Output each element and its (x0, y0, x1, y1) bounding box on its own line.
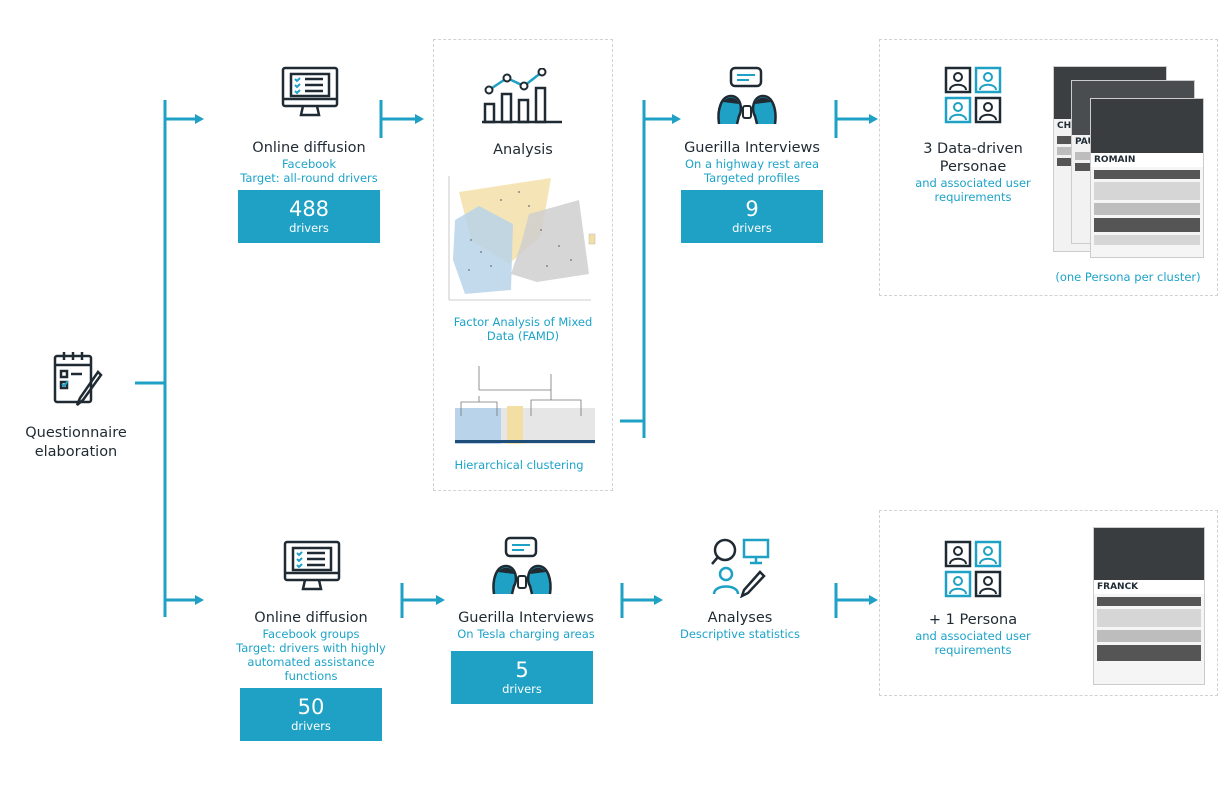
questionnaire-title-line1: Questionnaire (25, 425, 127, 441)
persona-box-bottom (879, 510, 1218, 696)
famd-label-line1: Factor Analysis of Mixed (453, 315, 593, 329)
top-diffusion-stat: 488 drivers (238, 190, 380, 243)
bottom-diffusion-sub1: Facebook groups (262, 627, 360, 641)
bottom-interviews-count: 5 (515, 658, 529, 682)
top-diffusion-sub1: Facebook (281, 157, 337, 171)
clustering-label: Hierarchical clustering (454, 458, 584, 472)
dendrogram-plot (455, 366, 595, 444)
analysis-box (433, 39, 613, 491)
famd-scatter-plot (441, 170, 603, 312)
bottom-diffusion-sub2: Target: drivers with highly (236, 641, 386, 655)
top-personae-sub2: requirements (934, 190, 1012, 204)
persona-card-franck-name: FRANCK (1094, 580, 1204, 594)
personae-box (879, 39, 1218, 296)
persona-card-3-name: ROMAIN (1091, 153, 1203, 167)
questionnaire-title-line2: elaboration (34, 444, 118, 460)
interview-heads-icon (717, 66, 777, 125)
bottom-interviews-unit: drivers (502, 682, 542, 696)
top-personae-title-line1: 3 Data-driven (923, 141, 1023, 157)
persona-grid-icon (944, 66, 1002, 124)
bottom-interviews-sub1: On Tesla charging areas (457, 627, 595, 641)
bottom-diffusion-title: Online diffusion (254, 610, 368, 626)
bottom-diffusion-sub4: functions (284, 669, 338, 683)
top-personae-sub1: and associated user (915, 176, 1031, 190)
interview-heads-icon-bottom (492, 536, 552, 595)
persona-card-2-name: PAU (1075, 137, 1095, 147)
monitor-checklist-icon-bottom (283, 540, 341, 591)
bottom-diffusion-stat: 50 drivers (240, 688, 382, 741)
top-interviews-count: 9 (745, 197, 759, 221)
persona-card-1-name: CHR (1057, 121, 1079, 131)
top-interviews-sub2: Targeted profiles (704, 171, 800, 185)
persona-grid-icon-bottom (944, 540, 1002, 598)
questionnaire-title: Questionnaire elaboration (10, 424, 142, 462)
top-interviews-sub1: On a highway rest area (684, 157, 820, 171)
persona-card-3: ROMAIN (1090, 98, 1204, 258)
famd-label-line2: Data (FAMD) (486, 329, 560, 343)
analysis-title: Analysis (493, 142, 553, 158)
bottom-persona-title: + 1 Persona (928, 612, 1018, 628)
top-personae-note: (one Persona per cluster) (1055, 270, 1201, 284)
top-interviews-unit: drivers (732, 221, 772, 235)
bottom-analyses-sub1: Descriptive statistics (680, 627, 800, 641)
monitor-checklist-icon (281, 66, 339, 117)
top-personae-title-line2: Personae (939, 159, 1007, 175)
top-diffusion-title: Online diffusion (252, 140, 366, 156)
top-personae-title: 3 Data-driven Personae (898, 140, 1048, 176)
top-interviews-title: Guerilla Interviews (684, 140, 820, 156)
bottom-persona-sub2: requirements (934, 643, 1012, 657)
persona-card-franck: FRANCK (1093, 527, 1205, 685)
bottom-diffusion-count: 50 (297, 695, 325, 719)
bottom-diffusion-unit: drivers (291, 719, 331, 733)
search-monitor-pen-icon (711, 538, 770, 598)
top-interviews-stat: 9 drivers (681, 190, 823, 243)
clipboard-pen-icon (53, 352, 103, 406)
bottom-interviews-title: Guerilla Interviews (458, 610, 594, 626)
top-diffusion-count: 488 (288, 197, 330, 221)
bottom-persona-sub1: and associated user (915, 629, 1031, 643)
top-diffusion-unit: drivers (289, 221, 329, 235)
bar-line-chart-icon (482, 68, 562, 124)
top-diffusion-sub2: Target: all-round drivers (240, 171, 378, 185)
bottom-diffusion-sub3: automated assistance (247, 655, 375, 669)
bottom-analyses-title: Analyses (707, 610, 773, 626)
bottom-interviews-stat: 5 drivers (451, 651, 593, 704)
